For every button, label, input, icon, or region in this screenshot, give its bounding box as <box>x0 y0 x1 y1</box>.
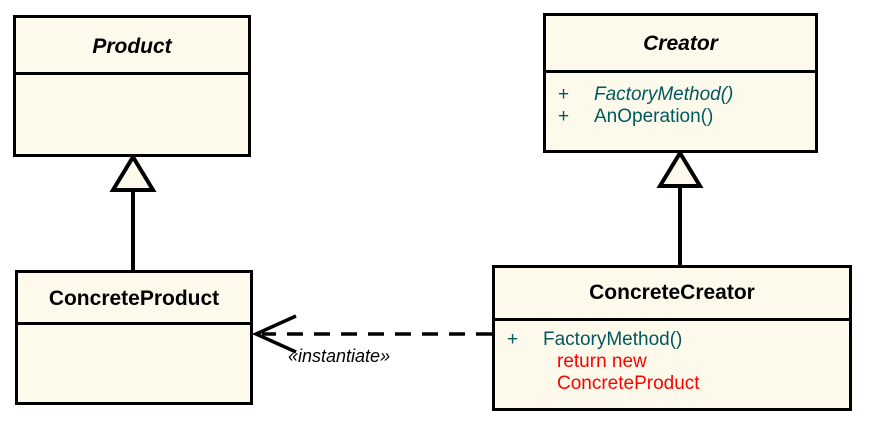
member-note-line: return new <box>557 351 647 372</box>
class-box-concrete-creator[interactable]: ConcreteCreator + FactoryMethod() return… <box>492 265 852 411</box>
member-note-row: return new <box>507 351 849 373</box>
class-name-concrete-creator: ConcreteCreator <box>589 281 755 304</box>
class-divider-concrete-creator <box>495 318 849 321</box>
class-divider-product <box>16 72 248 75</box>
member-note-line: ConcreteProduct <box>557 373 700 394</box>
member-visibility: + <box>558 106 570 127</box>
relation-label-instantiate: «instantiate» <box>288 346 391 366</box>
class-box-product[interactable]: Product <box>13 15 251 157</box>
class-members-concrete-creator: + FactoryMethod() return new ConcretePro… <box>507 329 849 395</box>
member-visibility: + <box>507 329 519 350</box>
generalization-product <box>109 153 157 270</box>
note-indent <box>507 373 557 395</box>
member-visibility: + <box>558 84 570 105</box>
class-name-creator: Creator <box>643 32 718 55</box>
note-indent <box>507 351 557 373</box>
member-row: + FactoryMethod() <box>558 84 815 106</box>
member-row: + FactoryMethod() <box>507 329 849 351</box>
class-box-creator[interactable]: Creator + FactoryMethod() + AnOperation(… <box>543 13 818 153</box>
generalization-creator <box>656 149 704 265</box>
member-row: + AnOperation() <box>558 106 815 128</box>
member-signature: AnOperation() <box>594 106 714 127</box>
member-signature: FactoryMethod() <box>594 84 734 105</box>
member-signature: FactoryMethod() <box>543 329 683 350</box>
class-name-product: Product <box>92 35 172 58</box>
class-members-creator: + FactoryMethod() + AnOperation() <box>558 84 815 128</box>
class-divider-concrete-product <box>18 322 250 325</box>
member-note-row: ConcreteProduct <box>507 373 849 395</box>
class-box-concrete-product[interactable]: ConcreteProduct <box>15 270 253 405</box>
class-name-concrete-product: ConcreteProduct <box>48 287 220 310</box>
class-divider-creator <box>546 70 815 73</box>
